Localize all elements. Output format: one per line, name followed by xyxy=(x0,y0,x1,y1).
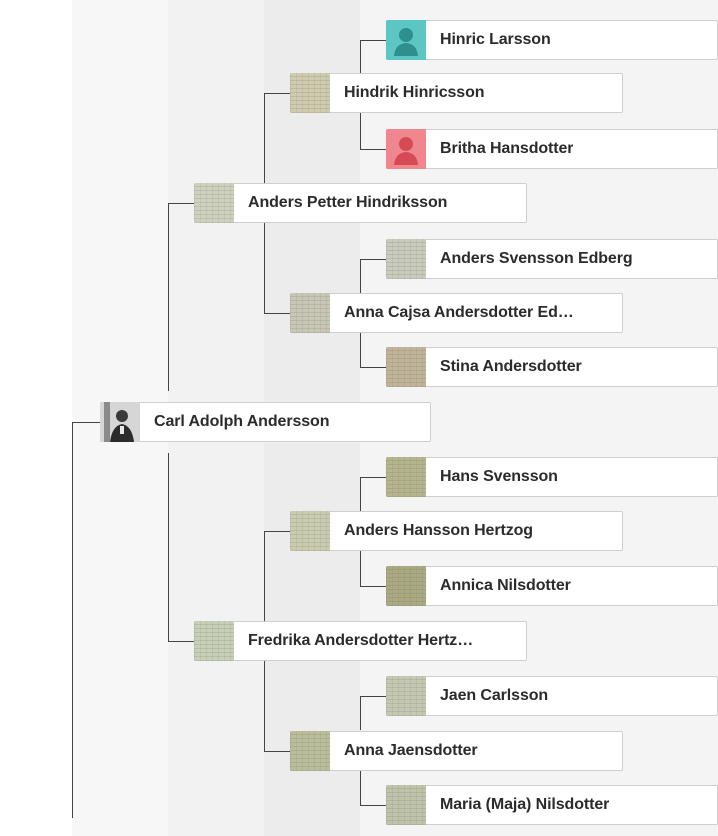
person-card-mother[interactable]: Fredrika Andersdotter Hertz… xyxy=(194,621,527,661)
person-name: Britha Hansdotter xyxy=(440,140,574,157)
person-name: Hinric Larsson xyxy=(440,31,551,48)
person-name: Jaen Carlsson xyxy=(440,687,549,704)
person-card-root[interactable]: Carl Adolph Andersson xyxy=(100,402,431,442)
person-card-fff[interactable]: Hinric Larsson xyxy=(386,20,718,60)
person-name: Anders Hansson Hertzog xyxy=(344,522,533,539)
person-card-maternal-grandmother[interactable]: Anna Jaensdotter xyxy=(290,731,623,771)
person-name: Fredrika Andersdotter Hertz… xyxy=(248,632,474,649)
record-thumbnail xyxy=(290,511,330,551)
person-name: Maria (Maja) Nilsdotter xyxy=(440,796,610,813)
person-card-maternal-grandfather[interactable]: Anders Hansson Hertzog xyxy=(290,511,623,551)
person-name: Carl Adolph Andersson xyxy=(154,413,330,430)
person-name: Stina Andersdotter xyxy=(440,358,582,375)
person-card-mmf[interactable]: Jaen Carlsson xyxy=(386,676,718,716)
person-photo xyxy=(100,402,140,442)
record-thumbnail xyxy=(290,731,330,771)
person-card-mff[interactable]: Hans Svensson xyxy=(386,457,718,497)
person-name: Hindrik Hinricsson xyxy=(344,84,485,101)
person-card-mmm[interactable]: Maria (Maja) Nilsdotter xyxy=(386,785,718,825)
person-card-paternal-grandmother[interactable]: Anna Cajsa Andersdotter Ed… xyxy=(290,293,623,333)
record-thumbnail xyxy=(386,676,426,716)
record-thumbnail xyxy=(386,785,426,825)
record-thumbnail xyxy=(386,239,426,279)
record-thumbnail xyxy=(194,183,234,223)
person-card-ffm[interactable]: Britha Hansdotter xyxy=(386,129,718,169)
record-thumbnail xyxy=(386,457,426,497)
person-name: Anna Jaensdotter xyxy=(344,742,478,759)
person-card-mfm[interactable]: Annica Nilsdotter xyxy=(386,566,718,606)
record-thumbnail xyxy=(386,347,426,387)
person-name: Anders Petter Hindriksson xyxy=(248,194,448,211)
record-thumbnail xyxy=(194,621,234,661)
record-thumbnail xyxy=(290,73,330,113)
record-thumbnail xyxy=(386,566,426,606)
person-card-father[interactable]: Anders Petter Hindriksson xyxy=(194,183,527,223)
person-name: Anna Cajsa Andersdotter Ed… xyxy=(344,304,574,321)
person-name: Hans Svensson xyxy=(440,468,558,485)
person-name: Anders Svensson Edberg xyxy=(440,250,633,267)
female-silhouette-icon xyxy=(386,129,426,169)
male-silhouette-icon xyxy=(386,20,426,60)
generation-column-0 xyxy=(0,0,72,836)
person-card-paternal-grandfather[interactable]: Hindrik Hinricsson xyxy=(290,73,623,113)
person-card-fmm[interactable]: Stina Andersdotter xyxy=(386,347,718,387)
person-name: Annica Nilsdotter xyxy=(440,577,571,594)
person-card-fmf[interactable]: Anders Svensson Edberg xyxy=(386,239,718,279)
record-thumbnail xyxy=(290,293,330,333)
